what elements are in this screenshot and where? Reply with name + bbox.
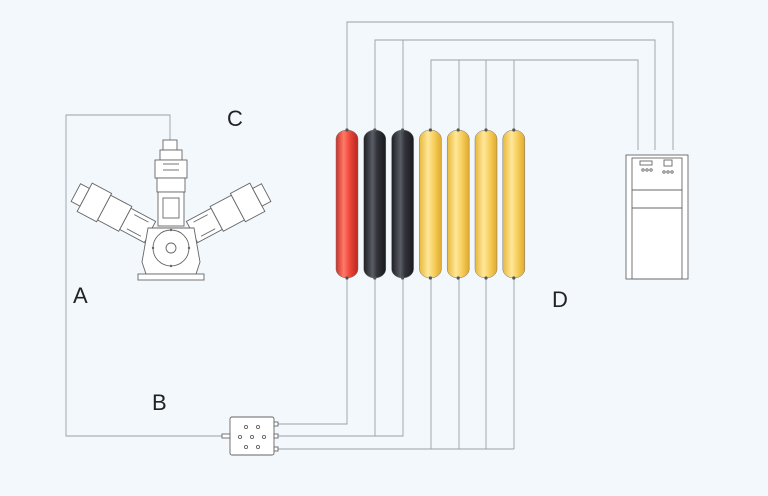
cylinder-red-1	[335, 129, 359, 279]
cylinder-valve-bottom	[484, 276, 488, 280]
cylinder-dark-2	[363, 129, 387, 279]
label-d: D	[552, 287, 568, 312]
cylinder-yellow-6	[474, 129, 498, 279]
manifold-block	[221, 416, 279, 456]
cylinder-valve-bottom	[345, 276, 349, 280]
cylinder-valve-top	[345, 128, 349, 132]
pipe-dark-to-cabinet	[374, 39, 656, 150]
compressor	[70, 139, 272, 281]
cylinder-valve-bottom	[428, 276, 432, 280]
cylinder-valve-top	[456, 128, 460, 132]
cylinder-valve-bottom	[456, 276, 460, 280]
cylinder-yellow-7	[502, 129, 526, 279]
gas-cylinders	[335, 128, 526, 280]
label-b: B	[152, 390, 167, 415]
cylinder-valve-bottom	[512, 276, 516, 280]
cylinder-valve-top	[401, 128, 405, 132]
piping	[65, 21, 674, 450]
cylinder-valve-bottom	[373, 276, 377, 280]
pipe-red-to-cabinet	[346, 21, 674, 150]
label-a: A	[73, 283, 88, 308]
label-c: C	[227, 106, 243, 131]
pipe-yellow-to-cabinet	[430, 59, 639, 150]
cylinder-valve-top	[428, 128, 432, 132]
pipe-manifold-dark-1	[278, 278, 376, 437]
cylinder-valve-top	[484, 128, 488, 132]
cylinder-yellow-5	[446, 129, 470, 279]
pipe-manifold-dark-2	[278, 278, 404, 437]
cylinder-yellow-4	[419, 129, 442, 279]
control-cabinet	[625, 154, 689, 280]
cylinder-valve-top	[373, 128, 377, 132]
cylinder-valve-bottom	[401, 276, 405, 280]
pipe-compressor-to-manifold	[65, 114, 222, 437]
pipe-manifold-red	[278, 278, 348, 425]
cylinder-valve-top	[512, 128, 516, 132]
cylinder-dark-3	[391, 129, 414, 279]
